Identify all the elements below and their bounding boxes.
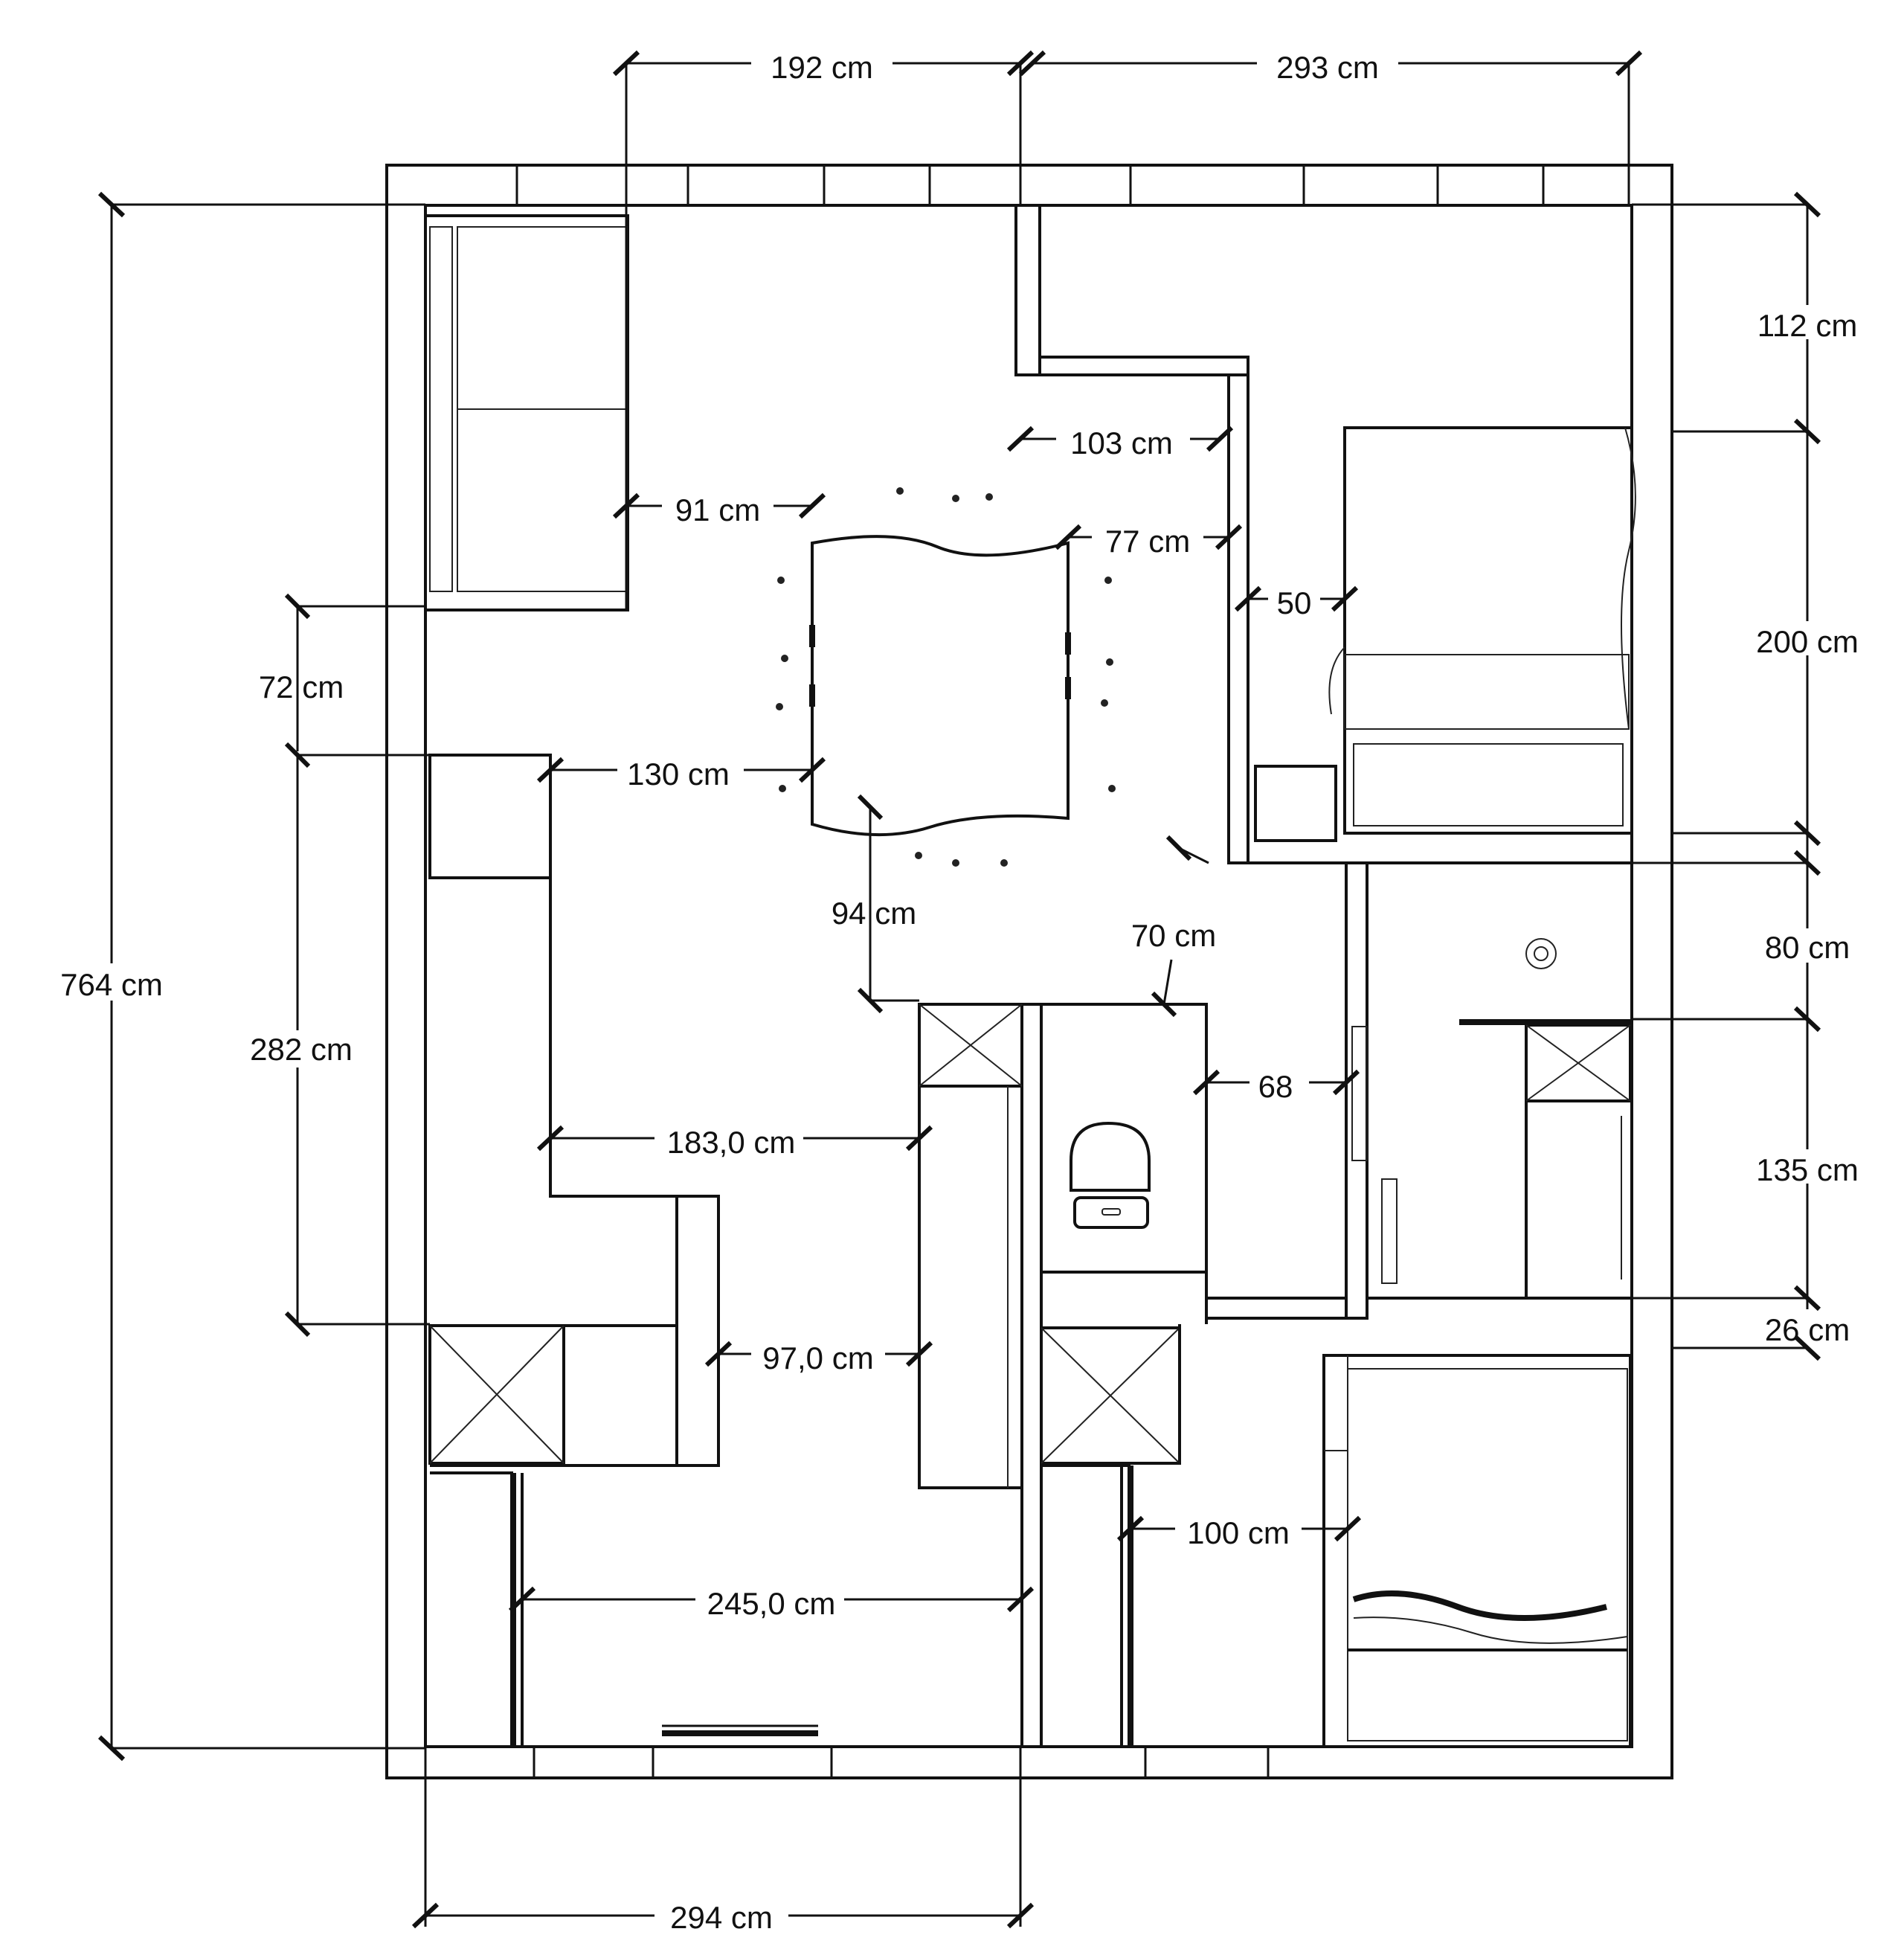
dining-table	[776, 487, 1116, 867]
dim-hall-width: 103 cm	[1070, 426, 1173, 460]
sofa	[424, 214, 629, 611]
dim-sofa-gap: 72 cm	[259, 670, 344, 704]
dim-room-width: 245,0 cm	[707, 1586, 836, 1621]
dim-table-to-wall: 77 cm	[1105, 524, 1190, 559]
dim-wall-gap: 26 cm	[1765, 1312, 1850, 1347]
dim-door-swing: 70 cm	[1131, 918, 1216, 953]
dim-kitchen-length: 282 cm	[250, 1032, 353, 1067]
dim-counter-gap: 97,0 cm	[762, 1341, 873, 1375]
dim-bottom-width: 294 cm	[670, 1900, 773, 1935]
dim-wc-to-bath: 68	[1258, 1069, 1293, 1104]
cabinet-cross-icon	[1040, 1326, 1181, 1465]
hall-storage	[1040, 1324, 1181, 1747]
bedroom-2	[1322, 1354, 1632, 1748]
bathroom	[1351, 938, 1632, 1298]
dim-top-right: 293 cm	[1276, 50, 1379, 85]
dim-bath-bottom: 135 cm	[1756, 1152, 1859, 1187]
dim-bath-top: 80 cm	[1765, 930, 1850, 965]
kitchen	[428, 754, 720, 1747]
dim-second-bed-gap: 100 cm	[1187, 1515, 1290, 1550]
dim-table-to-cabinet: 94 cm	[832, 896, 916, 931]
outer-walls	[385, 164, 1673, 1779]
washing-machine-icon	[1525, 938, 1557, 969]
dim-sofa-to-table: 91 cm	[675, 492, 760, 527]
dim-bedroom-top-gap: 112 cm	[1757, 308, 1858, 343]
cabinet-cross-icon	[1525, 1024, 1632, 1102]
dimension-labels: 192 cm 293 cm 764 cm 294 cm 112 cm 200 c…	[52, 48, 1871, 1935]
toilet-icon	[1070, 1121, 1151, 1229]
dim-kitchen-aisle: 183,0 cm	[667, 1125, 796, 1160]
dim-top-left: 192 cm	[771, 50, 873, 85]
dim-bed-length: 200 cm	[1756, 624, 1859, 659]
bedroom-1	[1254, 426, 1636, 842]
dim-bed-clearance: 50	[1277, 585, 1312, 620]
dim-total-height: 764 cm	[60, 967, 163, 1002]
dimension-lines	[97, 50, 1821, 1929]
cabinet-cross-icon	[428, 1324, 565, 1465]
cabinet-cross-icon	[919, 1004, 1023, 1087]
dim-table-to-counter: 130 cm	[627, 757, 730, 792]
central-cabinet	[918, 1003, 1023, 1489]
